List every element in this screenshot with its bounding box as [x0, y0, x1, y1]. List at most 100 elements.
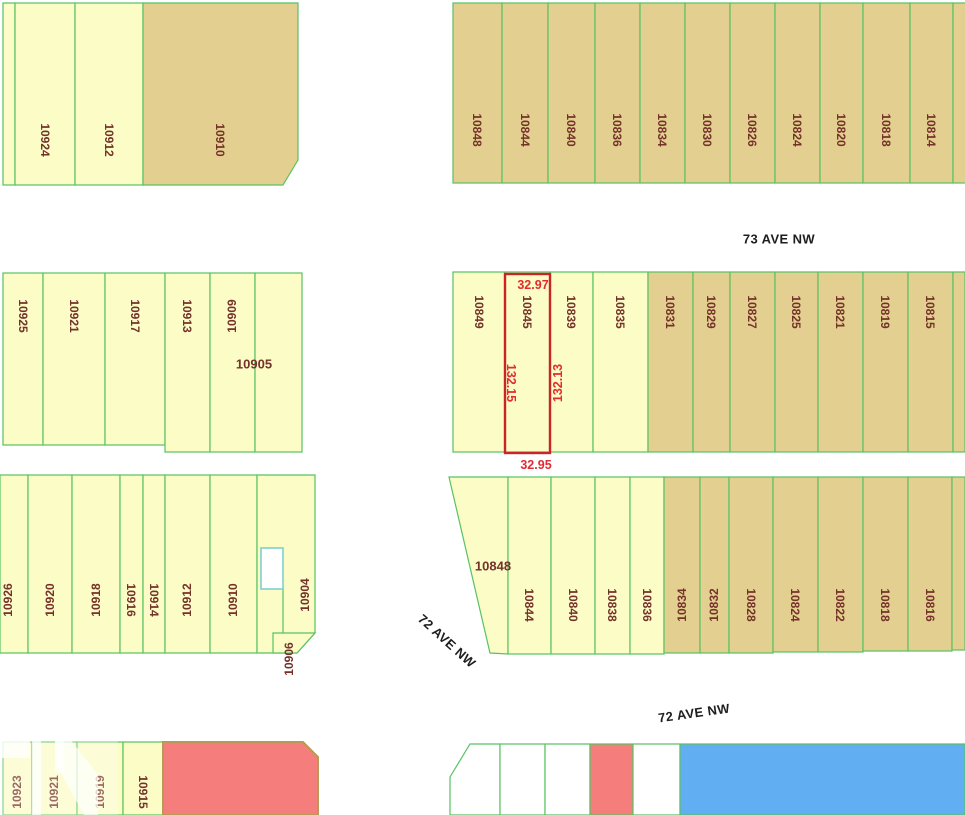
- lot-10832: [699, 476, 730, 654]
- lot-label-10824: 10824: [788, 588, 802, 622]
- lot-label-10840: 10840: [566, 588, 580, 622]
- dimension-bottom: 32.95: [520, 458, 551, 472]
- lot-label-10910: 10910: [226, 583, 240, 617]
- lot-label-10921: 10921: [67, 299, 81, 333]
- lot-label-10826: 10826: [745, 113, 759, 147]
- lot-10836: [629, 476, 665, 655]
- lot-label-10920: 10920: [43, 583, 57, 617]
- lot-10838: [594, 476, 631, 655]
- lot-label-10836: 10836: [610, 113, 624, 147]
- lot-10910: [142, 2, 299, 186]
- lot-10826: [729, 2, 776, 184]
- street-label-72-ave-nw: 72 AVE NW: [657, 701, 731, 726]
- lot-10906: [272, 632, 317, 654]
- lot-10819: [862, 271, 909, 453]
- block-south-east: [448, 476, 965, 655]
- lot-label-10849: 10849: [472, 295, 486, 329]
- lot-label-10844: 10844: [522, 588, 536, 622]
- lot-unlabeled: [589, 743, 634, 815]
- lot-10825: [774, 271, 819, 453]
- lot-10840: [547, 2, 596, 184]
- lot-label-10921: 10921: [47, 775, 61, 809]
- lot-label-10815: 10815: [923, 295, 937, 329]
- parcel-notch-detail: [260, 547, 284, 590]
- lot-label-10838: 10838: [605, 588, 619, 622]
- lot-unlabeled: [951, 476, 965, 651]
- lot-label-10818: 10818: [878, 588, 892, 622]
- lot-label-10824: 10824: [790, 113, 804, 147]
- street-label-73-ave-nw: 73 AVE NW: [743, 232, 816, 247]
- lot-label-10840: 10840: [564, 113, 578, 147]
- lot-unlabeled: [449, 743, 501, 815]
- lot-10824: [772, 476, 819, 653]
- lot-label-10831: 10831: [663, 295, 677, 329]
- lot-10918: [71, 474, 121, 654]
- lot-label-10829: 10829: [704, 295, 718, 329]
- lot-label-10836: 10836: [640, 588, 654, 622]
- street-label-72-ave-nw-diagonal: 72 AVE NW: [415, 611, 479, 671]
- lot-label-10912: 10912: [102, 123, 116, 157]
- lot-label-10918: 10918: [89, 583, 103, 617]
- lot-10905: [254, 272, 303, 453]
- lot-label-10845: 10845: [520, 295, 534, 329]
- lot-10816: [907, 476, 953, 652]
- block-north-east: [452, 2, 965, 184]
- lot-label-10905: 10905: [236, 357, 272, 372]
- lot-label-10848: 10848: [470, 113, 484, 147]
- block-bottom-right: [449, 743, 965, 815]
- lot-10844: [501, 2, 549, 184]
- lot-10835: [592, 271, 649, 453]
- lot-label-10915: 10915: [136, 775, 150, 809]
- lot-label-10926: 10926: [1, 583, 15, 617]
- lot-10836: [594, 2, 641, 184]
- lot-label-10821: 10821: [833, 295, 847, 329]
- block-south-west: [0, 474, 317, 654]
- lot-unlabeled: [2, 2, 16, 186]
- lot-label-10825: 10825: [789, 295, 803, 329]
- lot-10848: [452, 2, 503, 184]
- lot-label-10913: 10913: [180, 299, 194, 333]
- lot-label-10819: 10819: [878, 295, 892, 329]
- dimension-right: 132.13: [551, 364, 565, 402]
- block-north-west: [2, 2, 299, 186]
- lot-label-10904: 10904: [298, 578, 312, 612]
- lot-label-10822: 10822: [833, 588, 847, 622]
- lot-10818: [862, 476, 909, 652]
- lot-10824: [774, 2, 821, 184]
- dimension-left: 132.15: [504, 364, 518, 402]
- lot-label-10827: 10827: [745, 295, 759, 329]
- lot-10820: [819, 2, 864, 184]
- lot-10916: [119, 474, 144, 654]
- lot-unlabeled: [679, 743, 965, 815]
- lot-10834: [639, 2, 686, 184]
- lot-label-10834: 10834: [655, 113, 669, 147]
- lot-10815: [907, 271, 954, 453]
- lot-label-10906: 10906: [282, 642, 296, 676]
- lot-10912: [74, 2, 144, 186]
- watermark-shape: [32, 739, 41, 815]
- lot-10849: [452, 271, 506, 453]
- lot-10827: [729, 271, 776, 453]
- lot-label-10917: 10917: [128, 299, 142, 333]
- lot-label-10914: 10914: [147, 583, 161, 617]
- lot-label-10844: 10844: [518, 113, 532, 147]
- lot-label-10909: 10909: [225, 299, 239, 333]
- lot-10834: [663, 476, 701, 654]
- lot-10830: [684, 2, 731, 184]
- lot-label-10816: 10816: [923, 588, 937, 622]
- lot-label-10839: 10839: [564, 295, 578, 329]
- lot-label-10848: 10848: [475, 559, 511, 574]
- lot-unlabeled: [499, 743, 546, 815]
- lot-10924: [14, 2, 76, 186]
- highlight-outline-10845: [503, 272, 552, 455]
- lot-unlabeled: [544, 743, 591, 815]
- lot-unlabeled: [952, 2, 965, 184]
- block-east-central: [452, 271, 965, 453]
- lot-label-10835: 10835: [613, 295, 627, 329]
- lot-label-10923: 10923: [10, 775, 24, 809]
- lot-label-10912: 10912: [180, 583, 194, 617]
- lot-unlabeled: [952, 271, 965, 453]
- lot-label-10814: 10814: [924, 113, 938, 147]
